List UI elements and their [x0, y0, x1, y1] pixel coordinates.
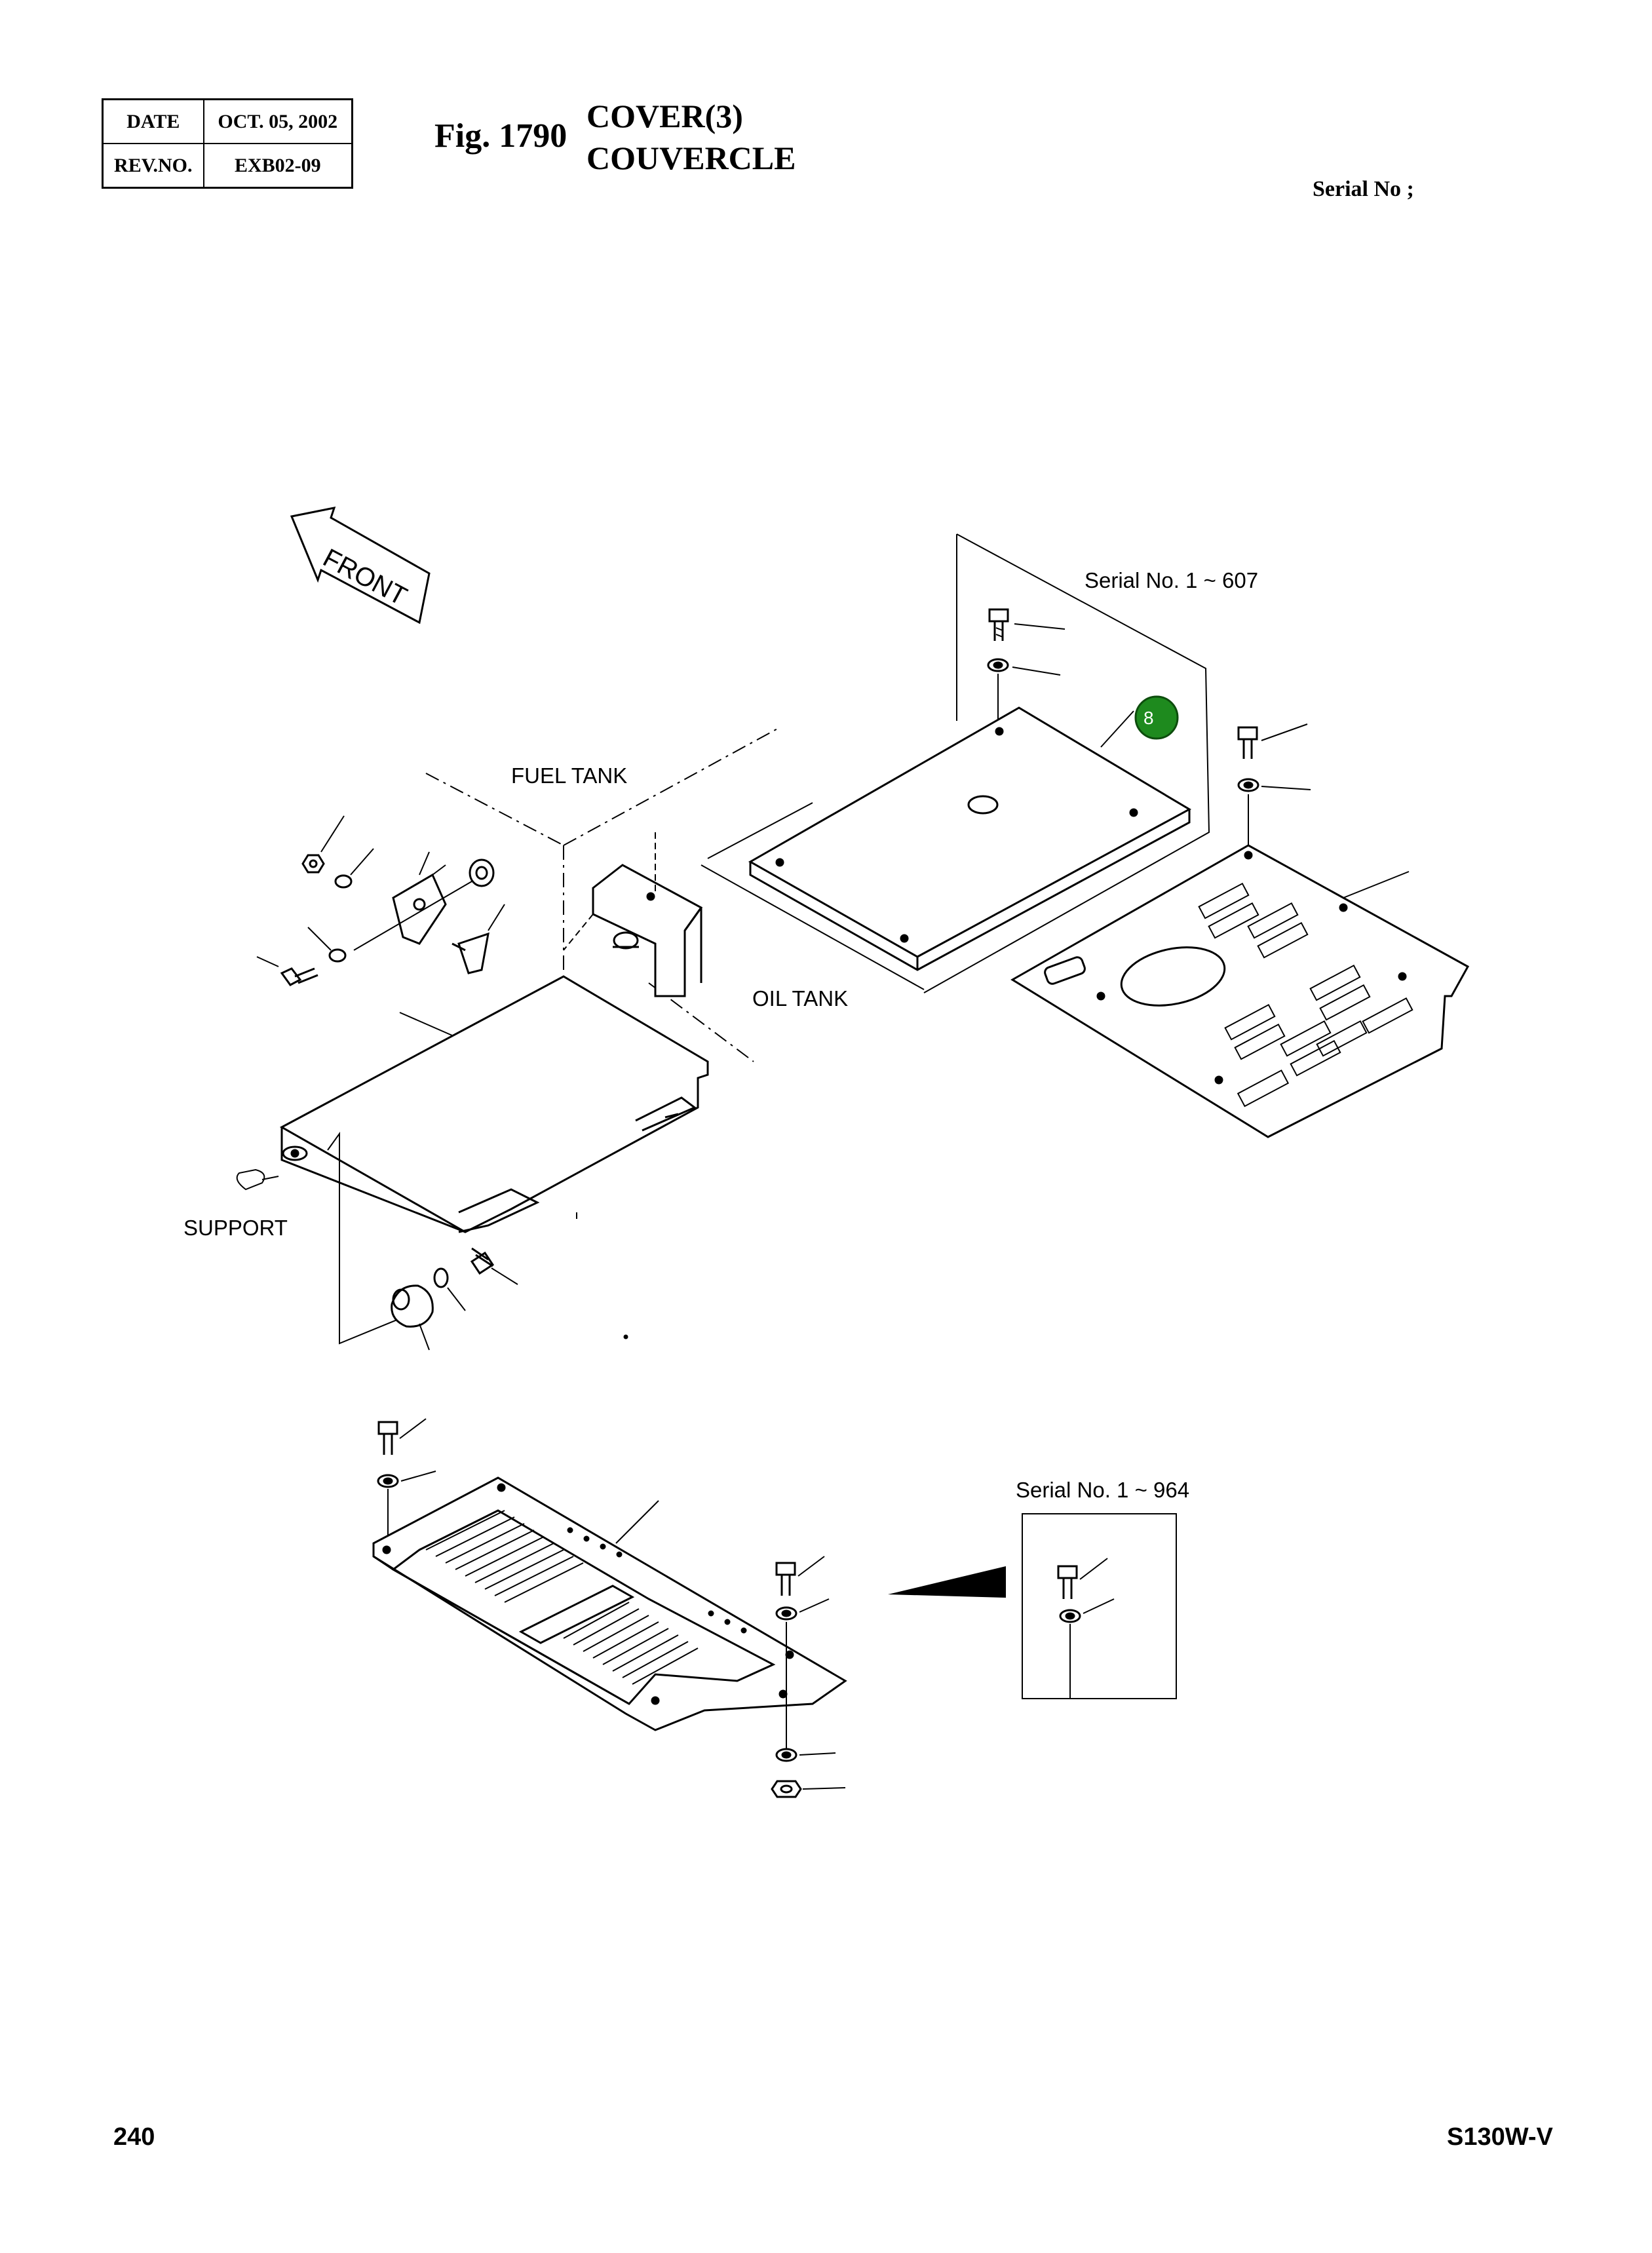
date-value: OCT. 05, 2002 — [202, 98, 353, 144]
washer-icon — [1059, 1609, 1081, 1623]
washer-icon — [334, 874, 353, 889]
bushing-icon — [391, 1284, 434, 1328]
model-name: S130W-V — [1447, 2123, 1553, 2151]
oil-tank-label: OIL TANK — [752, 986, 848, 1011]
serial-number-header: Serial No ; — [1313, 177, 1414, 201]
bolt-icon — [280, 967, 318, 986]
floor-panel-right — [1010, 844, 1470, 1138]
figure-number: Fig. 1790 — [434, 117, 567, 155]
title-french: COUVERCLE — [586, 140, 796, 176]
rev-label: REV.NO. — [102, 143, 204, 189]
fuel-tank-label: FUEL TANK — [511, 763, 627, 788]
revision-table: DATE OCT. 05, 2002 REV.NO. EXB02-09 — [102, 98, 353, 189]
title-english: COVER(3) — [586, 98, 743, 134]
serial-inset-box — [1022, 1513, 1177, 1699]
bolt-icon — [775, 1562, 796, 1596]
washer-icon — [775, 1748, 797, 1762]
nut-icon — [301, 854, 325, 874]
washer-icon — [775, 1606, 797, 1621]
bolt-icon — [377, 1421, 398, 1455]
hinged-cover-left — [279, 975, 709, 1233]
washer-icon — [987, 658, 1009, 672]
oil-tank-bracket — [592, 864, 703, 997]
part-callout-8: 8 — [1134, 695, 1179, 740]
bolt-icon — [1237, 726, 1258, 759]
latch-bracket — [392, 864, 447, 945]
washer-icon — [328, 948, 347, 963]
page-number: 240 — [113, 2123, 155, 2151]
cover-panel-8 — [748, 706, 1192, 971]
washer-icon — [1237, 778, 1259, 792]
serial-group-frame — [923, 533, 1210, 993]
callout-number: 8 — [1143, 708, 1154, 728]
nut-icon — [771, 1780, 802, 1798]
grating-panel-lower — [372, 1476, 847, 1731]
support-label: SUPPORT — [183, 1216, 288, 1240]
front-arrow: FRONT — [290, 507, 431, 625]
bolt-icon — [470, 1247, 495, 1275]
bolt-icon — [1057, 1565, 1078, 1599]
washer-icon — [433, 1267, 449, 1288]
serial-note-607: Serial No. 1 ~ 607 — [1085, 568, 1258, 592]
inset-pointer-icon — [888, 1566, 1006, 1598]
washer-icon — [377, 1474, 399, 1488]
date-label: DATE — [102, 98, 204, 144]
rev-value: EXB02-09 — [202, 143, 353, 189]
rubber-stopper-icon — [451, 932, 490, 974]
bolt-icon — [988, 608, 1009, 641]
serial-note-964: Serial No. 1 ~ 964 — [1016, 1478, 1189, 1502]
bushing-icon — [469, 858, 495, 887]
